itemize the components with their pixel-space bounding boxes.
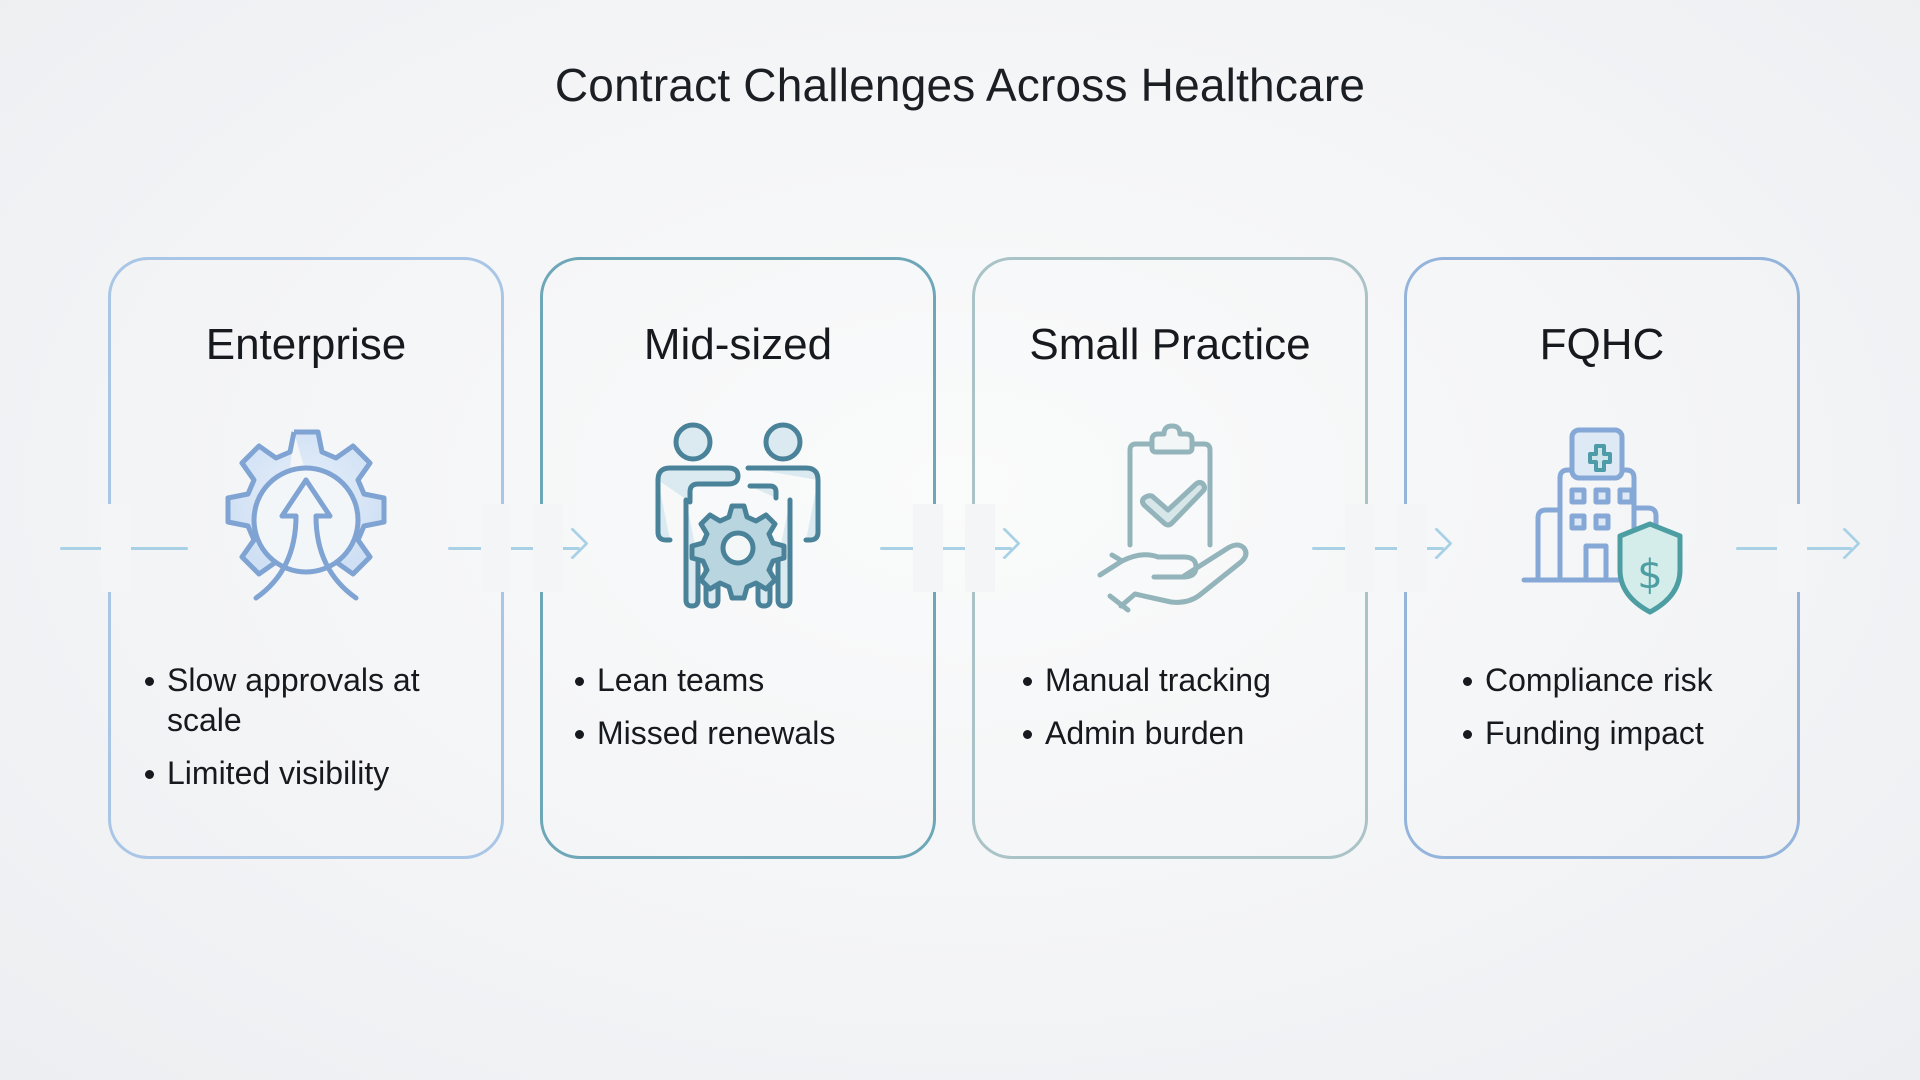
card-title: Enterprise bbox=[205, 320, 407, 369]
border-gap bbox=[913, 504, 943, 592]
team-gear-icon bbox=[655, 422, 821, 609]
bullet-item: Slow approvals at scale bbox=[143, 660, 437, 740]
border-gap bbox=[101, 504, 131, 592]
border-gap bbox=[1777, 504, 1807, 592]
flow-line-3-4 bbox=[1312, 547, 1444, 550]
bullet-list: Compliance risk Funding impact bbox=[1461, 660, 1777, 766]
bullet-item: Manual tracking bbox=[1021, 660, 1345, 700]
bullet-list: Lean teams Missed renewals bbox=[573, 660, 913, 766]
card-fqhc: FQHC $ Compliance risk Funding impact bbox=[1397, 257, 1807, 859]
border-gap bbox=[965, 504, 995, 592]
bullet-list: Manual tracking Admin burden bbox=[1021, 660, 1345, 766]
border-gap bbox=[1397, 504, 1427, 592]
border-gap bbox=[481, 504, 511, 592]
border-gap bbox=[533, 504, 563, 592]
card-title: Mid-sized bbox=[643, 320, 833, 369]
card-enterprise: Enterprise Slow approvals at scale Limit… bbox=[101, 257, 511, 859]
bullet-item: Limited visibility bbox=[143, 753, 481, 793]
bullet-item: Admin burden bbox=[1021, 713, 1345, 753]
bullet-item: Funding impact bbox=[1461, 713, 1777, 753]
diagram-title: Contract Challenges Across Healthcare bbox=[554, 59, 1366, 111]
card-small-practice: Small Practice Manual tracking Admin bur… bbox=[965, 257, 1375, 859]
bullet-item: Compliance risk bbox=[1461, 660, 1777, 700]
gear-arrow-up-icon bbox=[225, 429, 387, 601]
flow-line-1-2 bbox=[448, 547, 580, 550]
card-mid-sized: Mid-sized Lean teams Missed renewals bbox=[533, 257, 943, 859]
bullet-item: Lean teams bbox=[573, 660, 913, 700]
bullet-list: Slow approvals at scale Limited visibili… bbox=[143, 660, 481, 806]
hospital-shield-dollar-icon: $ bbox=[1521, 427, 1683, 615]
clipboard-hand-icon bbox=[1097, 423, 1249, 613]
flow-line-2-3 bbox=[880, 547, 1012, 550]
bullet-item: Missed renewals bbox=[573, 713, 913, 753]
card-title: FQHC bbox=[1539, 320, 1665, 369]
border-gap bbox=[1345, 504, 1375, 592]
card-title: Small Practice bbox=[1029, 320, 1311, 369]
arrow-head-icon bbox=[1828, 527, 1861, 560]
svg-text:$: $ bbox=[1637, 552, 1662, 598]
